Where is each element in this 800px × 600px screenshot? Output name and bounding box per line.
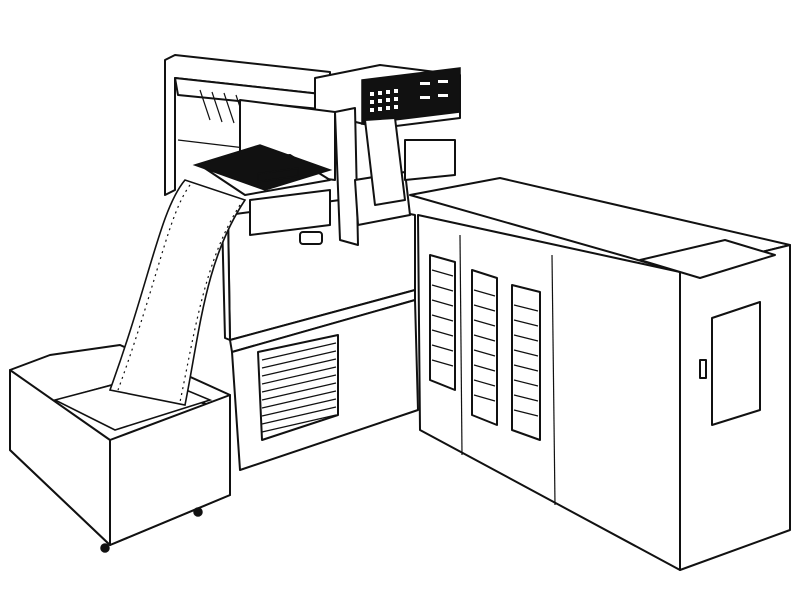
- print-unit: [192, 99, 416, 353]
- panel-buttons: [370, 80, 448, 112]
- caster-wheel: [193, 507, 203, 517]
- side-door-handle: [699, 359, 707, 379]
- vent-louvers: [429, 254, 541, 441]
- side-door-window: [711, 301, 761, 426]
- paper-feed-guide: [364, 117, 456, 206]
- lower-cabinet: [231, 299, 419, 471]
- caster-wheel: [100, 543, 110, 553]
- upper-paper-rack: [164, 54, 331, 196]
- continuous-paper: [108, 179, 247, 406]
- front-handle: [299, 231, 323, 245]
- right-cabinet: [409, 177, 791, 571]
